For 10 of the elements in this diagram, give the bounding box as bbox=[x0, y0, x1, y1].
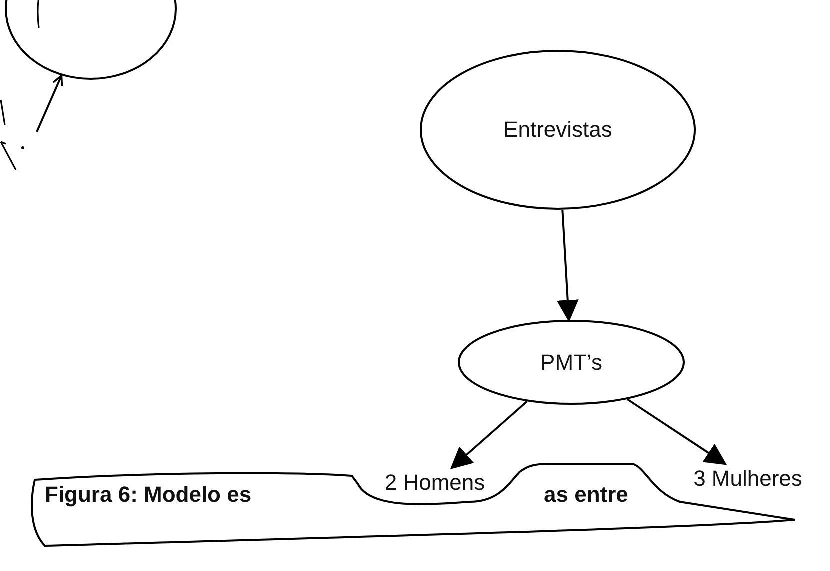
caption-text: as entre bbox=[544, 482, 628, 508]
arrow bbox=[556, 210, 579, 322]
node-label: Entrevistas bbox=[504, 117, 612, 143]
arrow bbox=[450, 400, 528, 470]
caption-text: Figura 6: Modelo es bbox=[45, 482, 252, 508]
arrow bbox=[36, 74, 64, 132]
arrow bbox=[626, 398, 728, 466]
node-label: 3 Mulheres bbox=[694, 466, 802, 492]
node-label: PMT’s bbox=[540, 350, 602, 376]
node-label: 2 Homens bbox=[384, 470, 486, 496]
